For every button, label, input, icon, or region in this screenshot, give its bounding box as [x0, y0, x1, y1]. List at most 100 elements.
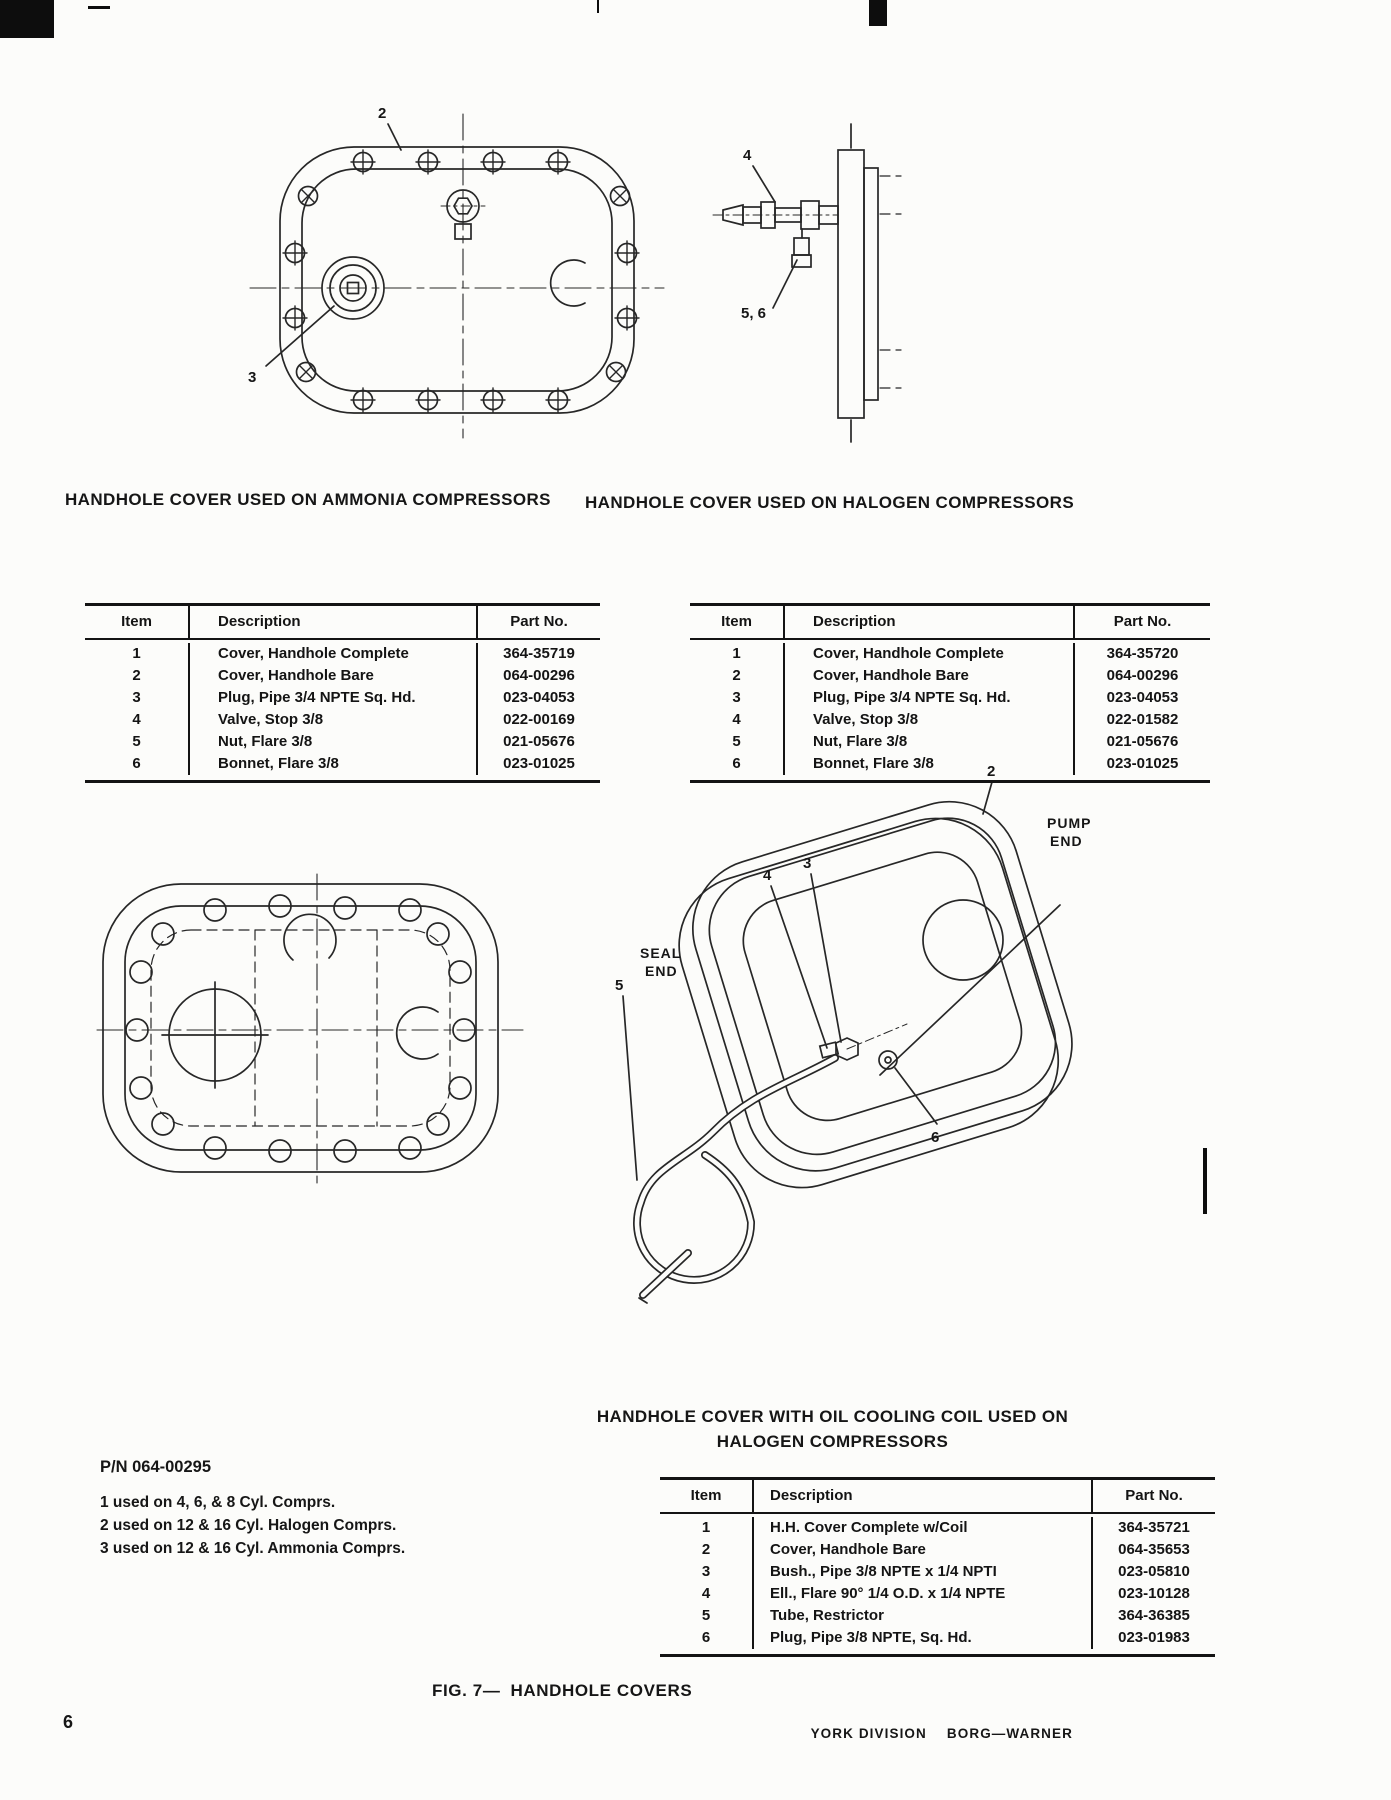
- callout-6: 6: [931, 1129, 939, 1146]
- table-row: 5 Nut, Flare 3/8 021-05676: [85, 731, 600, 753]
- column-header-item: Item: [690, 1487, 722, 1504]
- cell-item: 2: [732, 667, 741, 684]
- cell-item: 6: [701, 1629, 711, 1646]
- cell-item: 1: [732, 645, 741, 662]
- note-line: 3 used on 12 & 16 Cyl. Ammonia Comprs.: [100, 1540, 406, 1557]
- seal-end-label-2: END: [645, 963, 678, 979]
- halogen-parts-table: Item Description Part No. 1 Cover, Handh…: [690, 603, 1210, 783]
- cell-item: 3: [701, 1563, 711, 1580]
- handhole-cover-face-drawing: 2 3: [248, 105, 665, 439]
- usage-notes: P/N 064-00295 1 used on 4, 6, & 8 Cyl. C…: [100, 1458, 405, 1560]
- footer-company-division: YORK DIVISION: [810, 1726, 927, 1741]
- column-header-item: Item: [721, 613, 752, 630]
- callout-2: 2: [378, 105, 386, 122]
- cell-item: 2: [132, 667, 141, 684]
- table-body: 1 Cover, Handhole Complete 364-35719 2 C…: [85, 640, 600, 783]
- column-header-description: Description: [783, 606, 1075, 638]
- cell-part-no: 023-04053: [1106, 689, 1179, 706]
- cell-description: Cover, Handhole Complete: [783, 643, 1075, 665]
- cell-item: 2: [701, 1541, 711, 1558]
- callout-3: 3: [803, 855, 811, 872]
- scan-artifact-rightline: [1203, 1148, 1207, 1214]
- column-header-description: Description: [188, 606, 478, 638]
- cell-part-no: 023-01025: [1106, 755, 1179, 772]
- callout-5-6: 5, 6: [741, 305, 766, 322]
- table-row: 4 Valve, Stop 3/8 022-00169: [85, 709, 600, 731]
- cell-description: Tube, Restrictor: [752, 1605, 1093, 1627]
- table-row: 3 Plug, Pipe 3/4 NPTE Sq. Hd. 023-04053: [690, 687, 1210, 709]
- table-row: 2 Cover, Handhole Bare 064-00296: [85, 665, 600, 687]
- cell-part-no: 023-04053: [503, 689, 575, 706]
- large-handhole-cover-drawing: [96, 873, 524, 1186]
- cell-item: 1: [132, 645, 141, 662]
- cell-description: Ell., Flare 90° 1/4 O.D. x 1/4 NPTE: [752, 1583, 1093, 1605]
- table-row: 6 Bonnet, Flare 3/8 023-01025: [85, 753, 600, 775]
- table-header: Item Description Part No.: [690, 603, 1210, 640]
- note-lines: 1 used on 4, 6, & 8 Cyl. Comprs. 2 used …: [100, 1491, 405, 1560]
- table-row: 5 Tube, Restrictor 364-36385: [660, 1605, 1215, 1627]
- column-header-part-no: Part No.: [1125, 1487, 1183, 1504]
- cell-description: Bonnet, Flare 3/8: [188, 753, 478, 775]
- cell-part-no: 064-00296: [503, 667, 575, 684]
- note-line: 1 used on 4, 6, & 8 Cyl. Comprs.: [100, 1494, 336, 1511]
- cell-item: 3: [732, 689, 741, 706]
- cell-part-no: 023-10128: [1118, 1585, 1190, 1602]
- cell-description: Plug, Pipe 3/4 NPTE Sq. Hd.: [188, 687, 478, 709]
- ammonia-table-title: HANDHOLE COVER USED ON AMMONIA COMPRESSO…: [65, 490, 551, 509]
- cell-description: Nut, Flare 3/8: [188, 731, 478, 753]
- cell-description: Plug, Pipe 3/4 NPTE Sq. Hd.: [783, 687, 1075, 709]
- cell-description: Plug, Pipe 3/8 NPTE, Sq. Hd.: [752, 1627, 1093, 1649]
- oil-cooling-parts-table: Item Description Part No. 1 H.H. Cover C…: [660, 1477, 1215, 1657]
- callout-4: 4: [743, 147, 752, 164]
- figure-label: FIG. 7—: [432, 1681, 501, 1700]
- table-header: Item Description Part No.: [660, 1477, 1215, 1514]
- table-row: 1 Cover, Handhole Complete 364-35719: [85, 643, 600, 665]
- cell-item: 6: [732, 755, 741, 772]
- page-number: 6: [63, 1712, 74, 1732]
- scan-artifact-tick: [597, 0, 599, 13]
- scan-artifact-corner: [0, 0, 54, 38]
- cell-description: Nut, Flare 3/8: [783, 731, 1075, 753]
- cell-part-no: 064-00296: [1106, 667, 1179, 684]
- note-line: 2 used on 12 & 16 Cyl. Halogen Comprs.: [100, 1517, 397, 1534]
- cell-description: Cover, Handhole Complete: [188, 643, 478, 665]
- cell-part-no: 023-01983: [1118, 1629, 1190, 1646]
- table-header: Item Description Part No.: [85, 603, 600, 640]
- ammonia-parts-table: Item Description Part No. 1 Cover, Handh…: [85, 603, 600, 783]
- callout-5: 5: [615, 977, 623, 994]
- cell-item: 5: [732, 733, 741, 750]
- cell-item: 4: [701, 1585, 711, 1602]
- scan-artifact-dash: [88, 6, 110, 9]
- callout-4: 4: [763, 867, 772, 884]
- table-body: 1 Cover, Handhole Complete 364-35720 2 C…: [690, 640, 1210, 783]
- cell-part-no: 023-01025: [503, 755, 575, 772]
- cell-part-no: 364-36385: [1118, 1607, 1190, 1624]
- cell-item: 6: [132, 755, 141, 772]
- scan-artifact-topbar: [869, 0, 887, 26]
- cell-item: 4: [732, 711, 741, 728]
- cell-item: 5: [701, 1607, 711, 1624]
- cell-item: 4: [132, 711, 141, 728]
- cell-description: Valve, Stop 3/8: [188, 709, 478, 731]
- figure-caption: FIG. 7—HANDHOLE COVERS: [432, 1681, 692, 1701]
- part-number-note: P/N 064-00295: [100, 1458, 211, 1476]
- oil-cooling-table-title: HANDHOLE COVER WITH OIL COOLING COIL USE…: [585, 1404, 1080, 1454]
- cell-description: H.H. Cover Complete w/Coil: [752, 1517, 1093, 1539]
- cell-part-no: 022-01582: [1106, 711, 1179, 728]
- oil-title-line2: HALOGEN COMPRESSORS: [716, 1432, 949, 1451]
- cell-item: 1: [701, 1519, 711, 1536]
- handhole-cover-side-drawing: 4 5, 6: [712, 123, 902, 443]
- cell-part-no: 364-35721: [1118, 1519, 1190, 1536]
- cell-description: Bonnet, Flare 3/8: [783, 753, 1075, 775]
- table-row: 4 Valve, Stop 3/8 022-01582: [690, 709, 1210, 731]
- table-row: 1 H.H. Cover Complete w/Coil 364-35721: [660, 1517, 1215, 1539]
- column-header-part-no: Part No.: [1113, 613, 1172, 630]
- cell-part-no: 364-35719: [503, 645, 575, 662]
- cell-description: Cover, Handhole Bare: [188, 665, 478, 687]
- pump-end-label-2: END: [1050, 833, 1083, 849]
- seal-end-label-1: SEAL: [640, 945, 681, 961]
- table-row: 3 Plug, Pipe 3/4 NPTE Sq. Hd. 023-04053: [85, 687, 600, 709]
- oil-title-line1: HANDHOLE COVER WITH OIL COOLING COIL USE…: [596, 1407, 1069, 1426]
- cell-item: 5: [132, 733, 141, 750]
